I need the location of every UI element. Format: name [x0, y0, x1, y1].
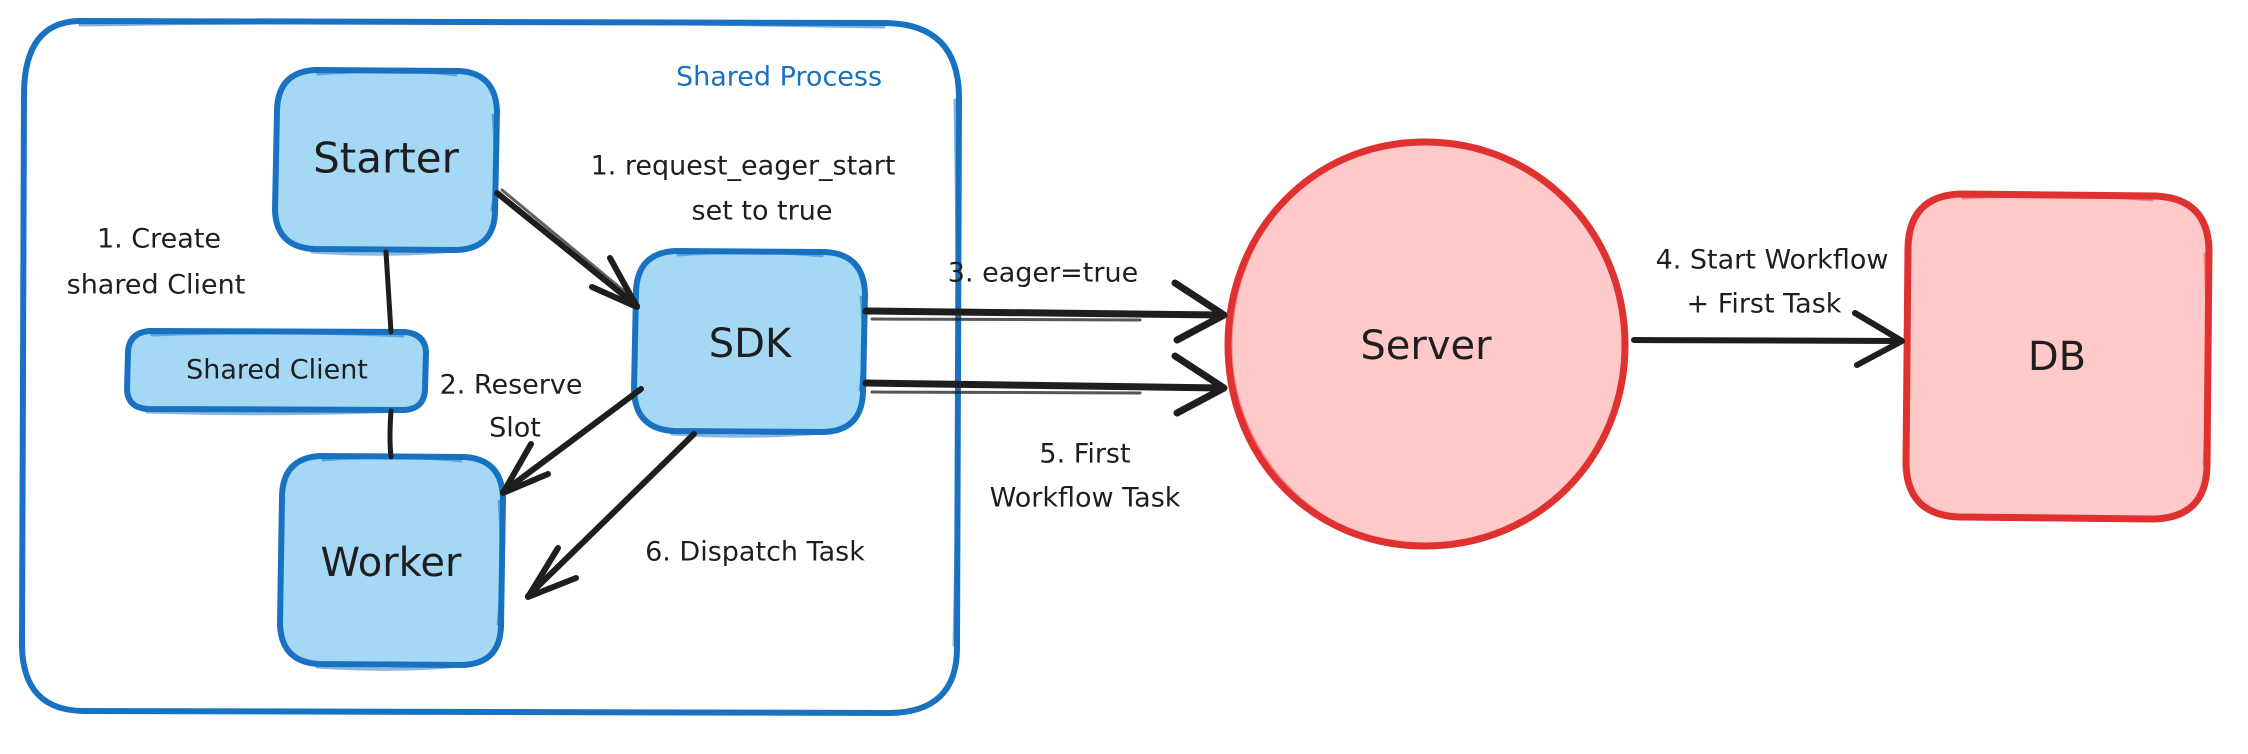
shared-client-shape — [124, 328, 429, 413]
node-server[interactable]: Server — [1224, 138, 1629, 550]
edge-label-first-workflow-task-line2: Workflow Task — [990, 483, 1181, 514]
arrowhead-reserve-slot — [500, 441, 551, 496]
line-starter-to-shared-client — [383, 249, 394, 335]
server-shape — [1224, 138, 1629, 550]
shared-client-shape-sketch — [145, 331, 405, 416]
edge-label-create-shared-client-line2: shared Client — [67, 270, 246, 301]
shared-client-label: Shared Client — [186, 355, 368, 386]
arrow-sdk-to-worker-dispatch — [525, 431, 697, 599]
worker-shape-sketch — [315, 455, 503, 671]
arrow-sdk-to-server-eager — [862, 307, 1226, 319]
node-shared-client[interactable]: Shared Client — [124, 328, 429, 416]
db-shape-sketch — [1961, 193, 2209, 466]
edge-reserve-slot: 2. Reserve Slot — [440, 370, 644, 496]
worker-label: Worker — [321, 540, 462, 586]
starter-label: Starter — [313, 134, 459, 183]
arrowhead-start-workflow — [1852, 310, 1905, 368]
edge-label-reserve-slot-line2: Slot — [489, 413, 541, 444]
arrow-server-to-db — [1631, 337, 1903, 344]
edge-create-shared-client: 1. Create shared Client — [67, 224, 246, 301]
arrow-sdk-to-worker-reserve — [500, 386, 644, 495]
node-worker[interactable]: Worker — [277, 453, 506, 671]
edge-dispatch-task: 6. Dispatch Task — [525, 431, 865, 600]
arrowhead-eager-true — [1171, 279, 1228, 344]
sdk-label: SDK — [709, 321, 793, 367]
line-shared-client-to-worker — [387, 408, 394, 460]
edge-label-create-shared-client-line1: 1. Create — [97, 224, 221, 255]
arrow-sdk-to-server-first-task — [862, 379, 1226, 392]
edge-request-eager-start: 1. request_eager_start set to true — [494, 151, 896, 310]
shared-process-border — [19, 18, 962, 716]
db-label: DB — [2028, 334, 2086, 380]
shared-process-title: Shared Process — [676, 62, 882, 93]
edge-label-start-workflow-line1: 4. Start Workflow — [1656, 245, 1889, 276]
edge-label-reserve-slot-line1: 2. Reserve — [440, 370, 583, 401]
edge-label-first-workflow-task-line1: 5. First — [1039, 439, 1130, 470]
edge-start-workflow: 4. Start Workflow + First Task — [1631, 245, 1905, 368]
arrow-starter-to-sdk-sketch — [500, 188, 638, 303]
server-shape-sketch — [1229, 142, 1422, 549]
node-db[interactable]: DB — [1902, 190, 2213, 523]
sdk-shape — [631, 248, 868, 435]
worker-shape — [277, 453, 506, 668]
arrowhead-first-workflow-task — [1171, 352, 1228, 417]
db-shape — [1902, 190, 2213, 523]
arrow-starter-to-sdk — [494, 190, 640, 309]
edge-label-request-eager-start-line1: 1. request_eager_start — [591, 151, 896, 182]
connector-starter-sharedclient-worker — [383, 249, 394, 460]
edge-label-eager-true: 3. eager=true — [948, 258, 1138, 289]
edge-eager-true: 3. eager=true — [862, 258, 1228, 344]
arrow-sdk-to-server-first-task-sketch — [870, 390, 1142, 395]
node-sdk[interactable]: SDK — [631, 248, 868, 438]
shared-process-container: Shared Process — [19, 18, 962, 716]
arrowhead-dispatch-task — [525, 545, 579, 600]
arrow-sdk-to-server-eager-sketch — [870, 317, 1142, 322]
arrowhead-starter-to-sdk — [589, 255, 640, 310]
edge-label-dispatch-task: 6. Dispatch Task — [645, 537, 865, 568]
edge-label-start-workflow-line2: + First Task — [1687, 289, 1842, 320]
shared-process-border-sketch — [78, 20, 959, 647]
edge-first-workflow-task: 5. First Workflow Task — [862, 352, 1228, 514]
edge-label-request-eager-start-line2: set to true — [692, 196, 833, 227]
node-starter[interactable]: Starter — [272, 67, 500, 256]
server-label: Server — [1360, 323, 1492, 369]
